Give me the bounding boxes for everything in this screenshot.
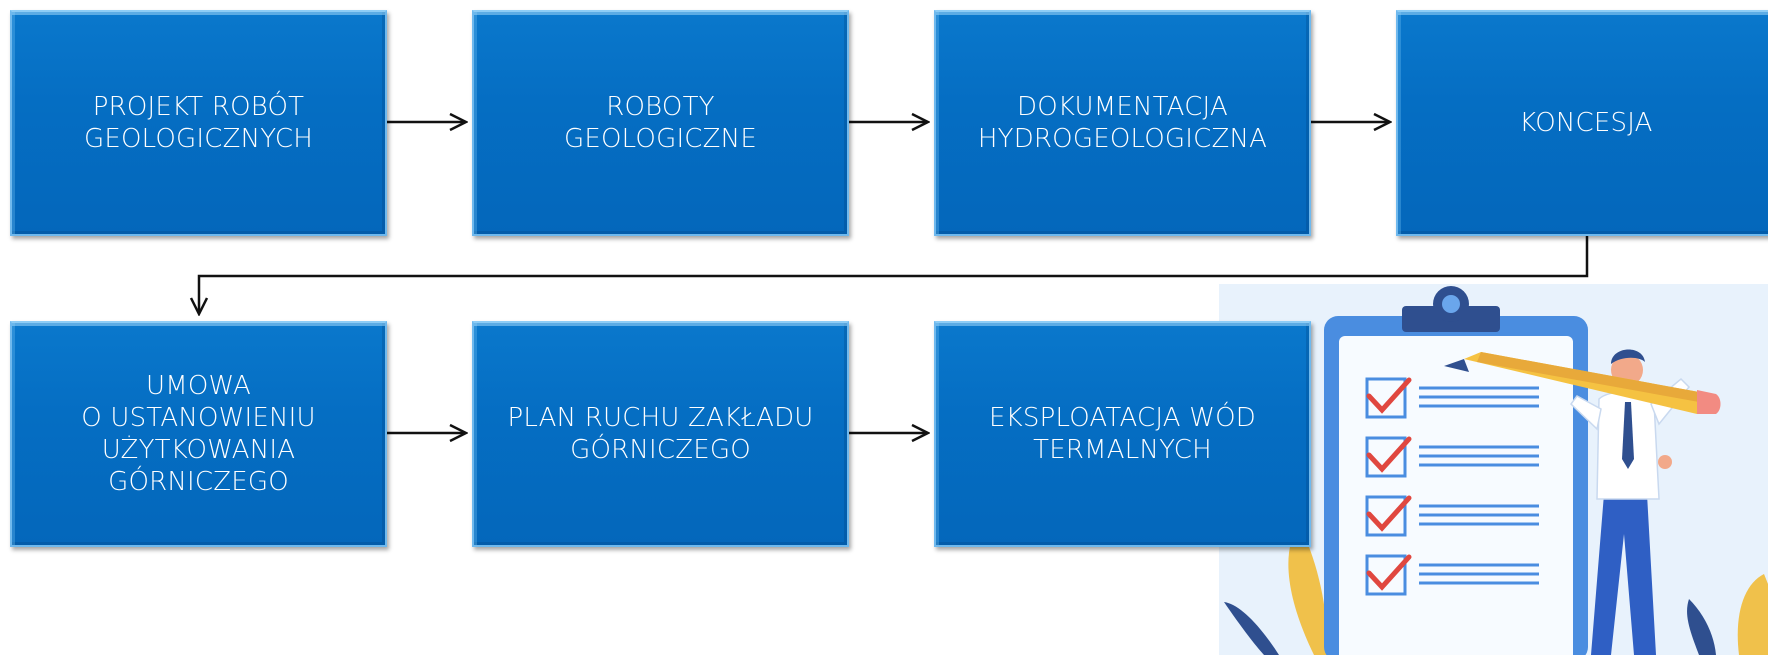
arrow-step4-to-step5: [199, 236, 1589, 314]
checklist-item-2: [1365, 436, 1539, 478]
step-label: DOKUMENTACJA HYDROGEOLOGICZNA: [977, 92, 1268, 154]
step-label: PLAN RUCHU ZAKŁADU GÓRNICZEGO: [507, 403, 814, 465]
step-label: PROJEKT ROBÓT GEOLOGICZNYCH: [83, 92, 314, 154]
step-label: UMOWA O USTANOWIENIU UŻYTKOWANIA GÓRNICZ…: [81, 371, 316, 497]
step-box-umowa-uzytkowania-gorniczego: UMOWA O USTANOWIENIU UŻYTKOWANIA GÓRNICZ…: [10, 321, 387, 547]
step-box-projekt-robot-geologicznych: PROJEKT ROBÓT GEOLOGICZNYCH: [10, 10, 387, 236]
step-box-roboty-geologiczne: ROBOTY GEOLOGICZNE: [472, 10, 849, 236]
step-label: ROBOTY GEOLOGICZNE: [564, 92, 757, 154]
checklist-item-4: [1365, 554, 1539, 596]
pencil-icon: [1444, 352, 1721, 414]
step-box-dokumentacja-hydrogeologiczna: DOKUMENTACJA HYDROGEOLOGICZNA: [934, 10, 1311, 236]
step-box-plan-ruchu-zakladu-gorniczego: PLAN RUCHU ZAKŁADU GÓRNICZEGO: [472, 321, 849, 547]
step-label: KONCESJA: [1519, 108, 1653, 138]
step-box-koncesja: KONCESJA: [1396, 10, 1768, 236]
checklist-item-1: [1365, 377, 1539, 419]
step-label: EKSPLOATACJA WÓD TERMALNYCH: [989, 403, 1256, 465]
plant-right-icon: [1687, 574, 1768, 655]
step-box-eksploatacja-wod-termalnych: EKSPLOATACJA WÓD TERMALNYCH: [934, 321, 1311, 547]
checklist-item-3: [1365, 495, 1539, 537]
